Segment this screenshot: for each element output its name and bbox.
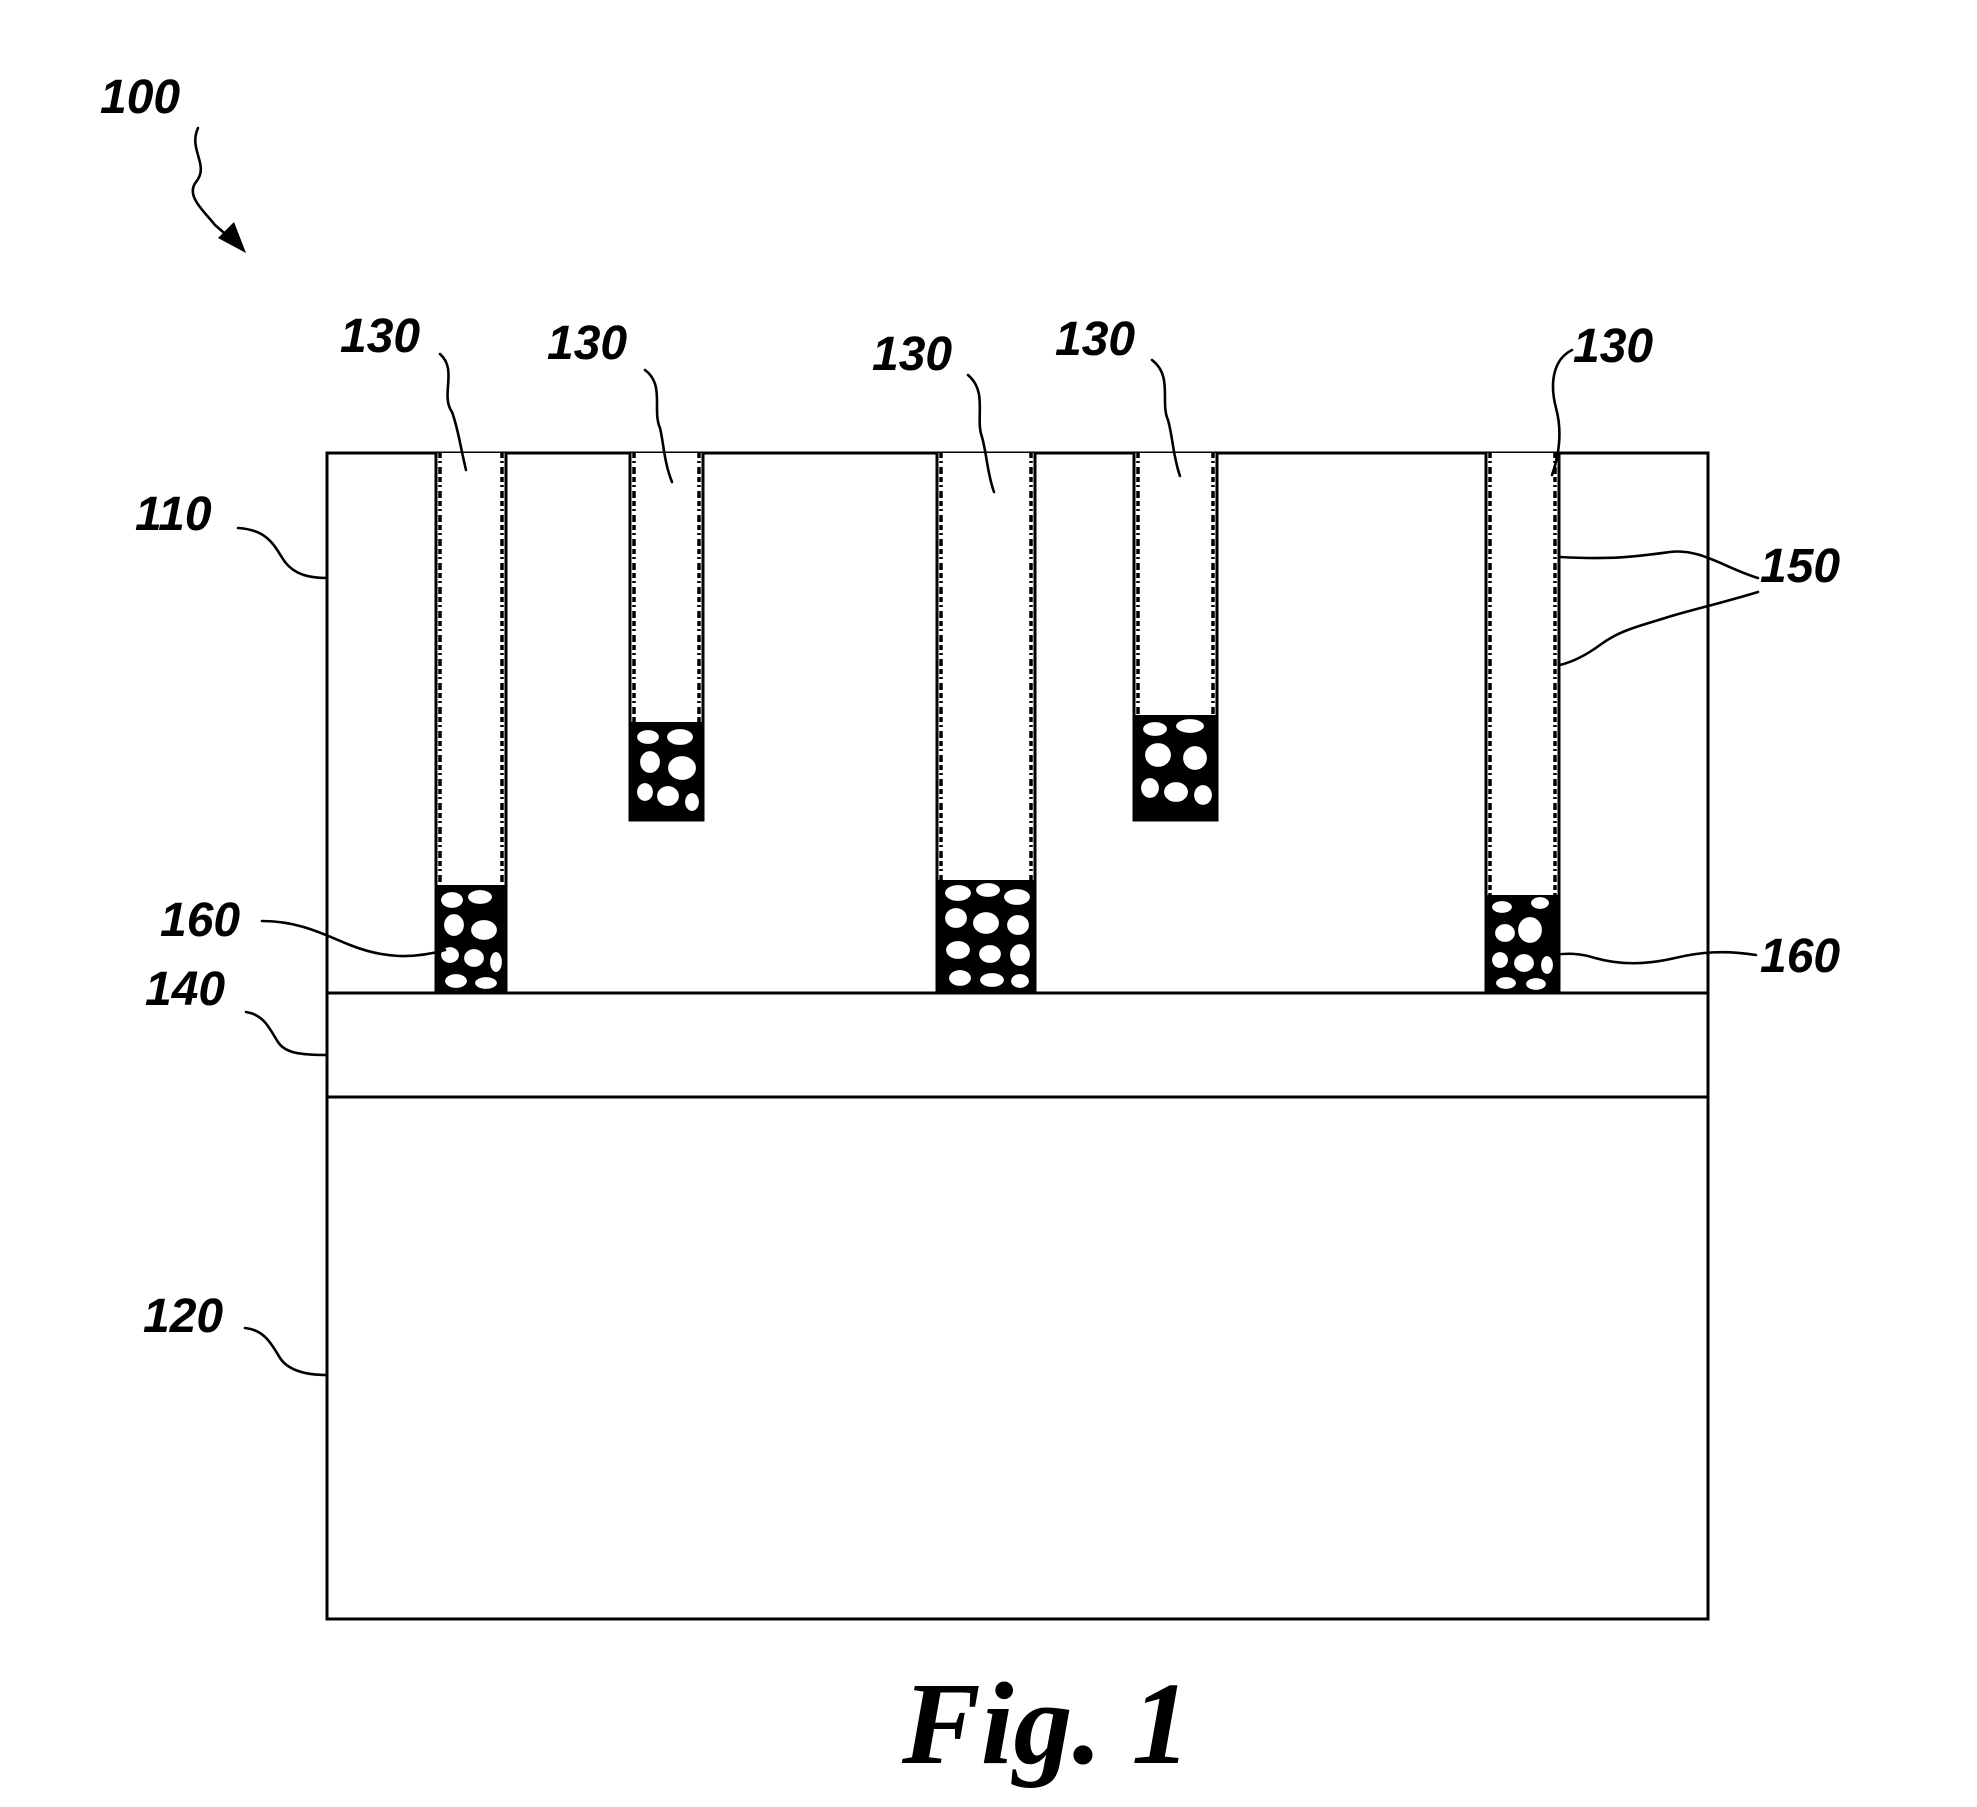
ref-label-130-5: 130 [1573, 320, 1653, 373]
trench-5 [1486, 453, 1559, 993]
ref-label-140: 140 [145, 963, 225, 1016]
trench-2 [630, 453, 703, 820]
leader-110 [238, 528, 327, 578]
figure-caption: Fig. 1 [901, 1658, 1191, 1789]
leader-140 [246, 1012, 327, 1055]
ref-label-130-2: 130 [547, 317, 627, 370]
trench-3 [937, 453, 1035, 993]
leader-160-right [1555, 952, 1756, 963]
ref-label-160-left: 160 [160, 894, 240, 947]
trench-4 [1134, 453, 1217, 820]
ref-label-130-1: 130 [340, 310, 420, 363]
ref-label-160-right: 160 [1760, 930, 1840, 983]
substrate-120 [327, 1097, 1708, 1619]
ref-label-130-4: 130 [1055, 313, 1135, 366]
layer-140 [327, 993, 1708, 1097]
plug-160-left [436, 885, 506, 993]
plug-shallow-1 [630, 722, 703, 820]
arrowhead-icon [218, 222, 246, 253]
ref-label-120: 120 [143, 1290, 223, 1343]
ref-label-110: 110 [135, 488, 212, 541]
ref-label-100: 100 [100, 71, 180, 124]
plug-deep-center [937, 880, 1035, 993]
leader-150-lower [1560, 592, 1758, 665]
ref-label-150: 150 [1760, 540, 1840, 593]
leader-150-upper [1560, 551, 1758, 578]
ref-label-130-3: 130 [872, 328, 952, 381]
trench-1 [436, 453, 506, 993]
leader-160-left [262, 921, 445, 956]
plug-shallow-2 [1134, 715, 1217, 820]
leader-120 [245, 1328, 327, 1375]
plug-160-right [1486, 895, 1559, 993]
